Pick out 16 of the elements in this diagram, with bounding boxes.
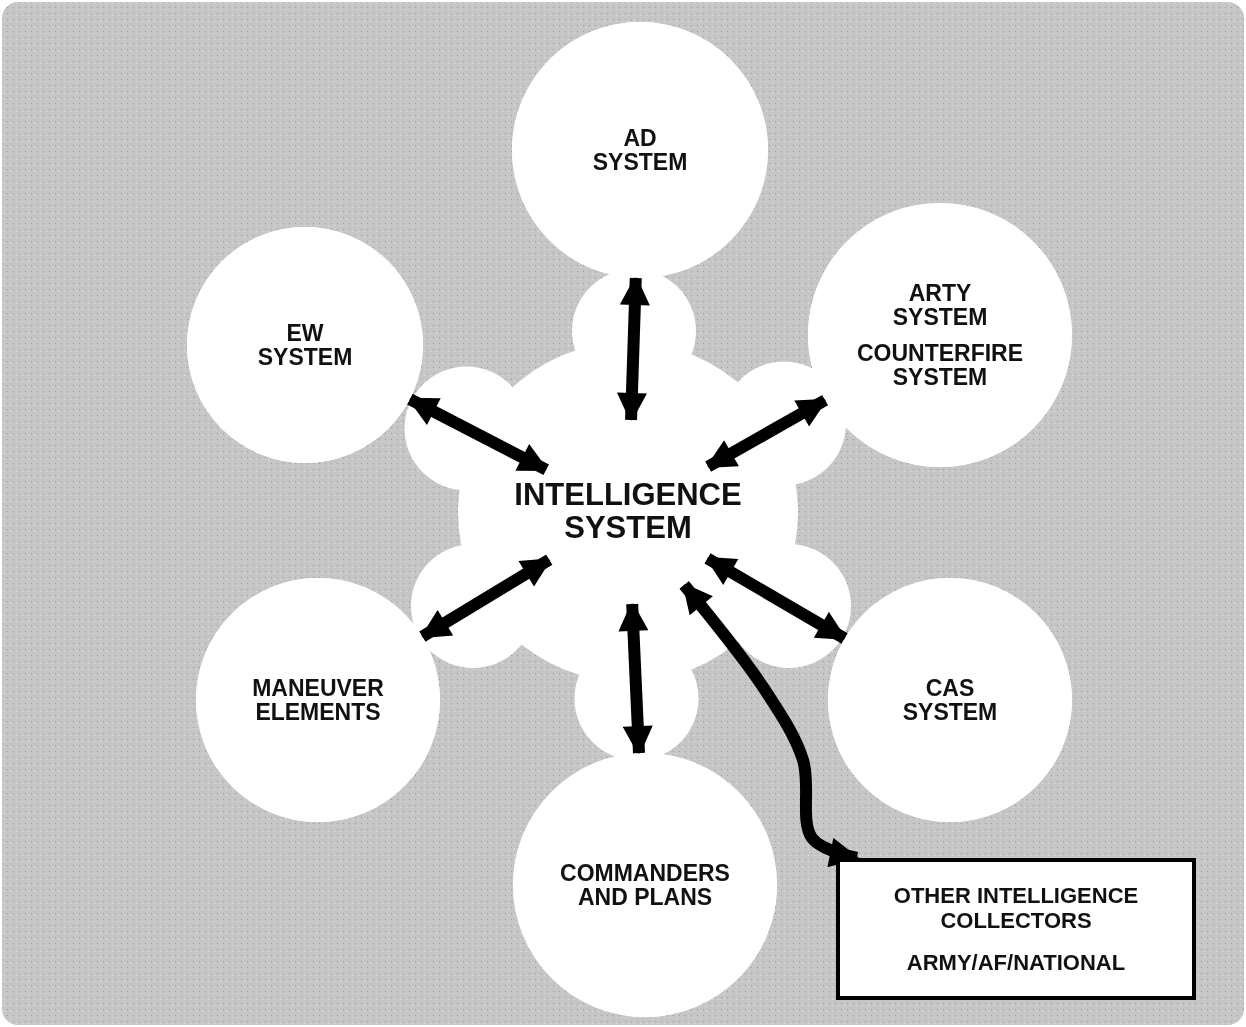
node-label: ARMY/AF/NATIONAL xyxy=(906,949,1126,975)
double-arrow xyxy=(705,394,829,472)
node-label: CAS SYSTEM xyxy=(902,675,998,725)
node-label: COMMANDERS AND PLANS xyxy=(560,860,730,910)
double-arrow xyxy=(704,553,848,644)
node-label: MANEUVER ELEMENTS xyxy=(252,675,384,725)
node-label: AD SYSTEM xyxy=(592,125,688,175)
node-label: OTHER INTELLIGENCE COLLECTORS xyxy=(892,883,1140,934)
node-label: EW SYSTEM xyxy=(257,320,353,370)
node-label: INTELLIGENCE SYSTEM xyxy=(514,479,742,545)
node-label: COUNTERFIRE SYSTEM xyxy=(856,341,1024,390)
double-arrow xyxy=(407,393,550,476)
double-arrow xyxy=(419,554,553,642)
node-label: ARTY SYSTEM xyxy=(892,280,988,329)
double-arrow xyxy=(679,581,860,868)
text-box xyxy=(836,858,1196,1000)
